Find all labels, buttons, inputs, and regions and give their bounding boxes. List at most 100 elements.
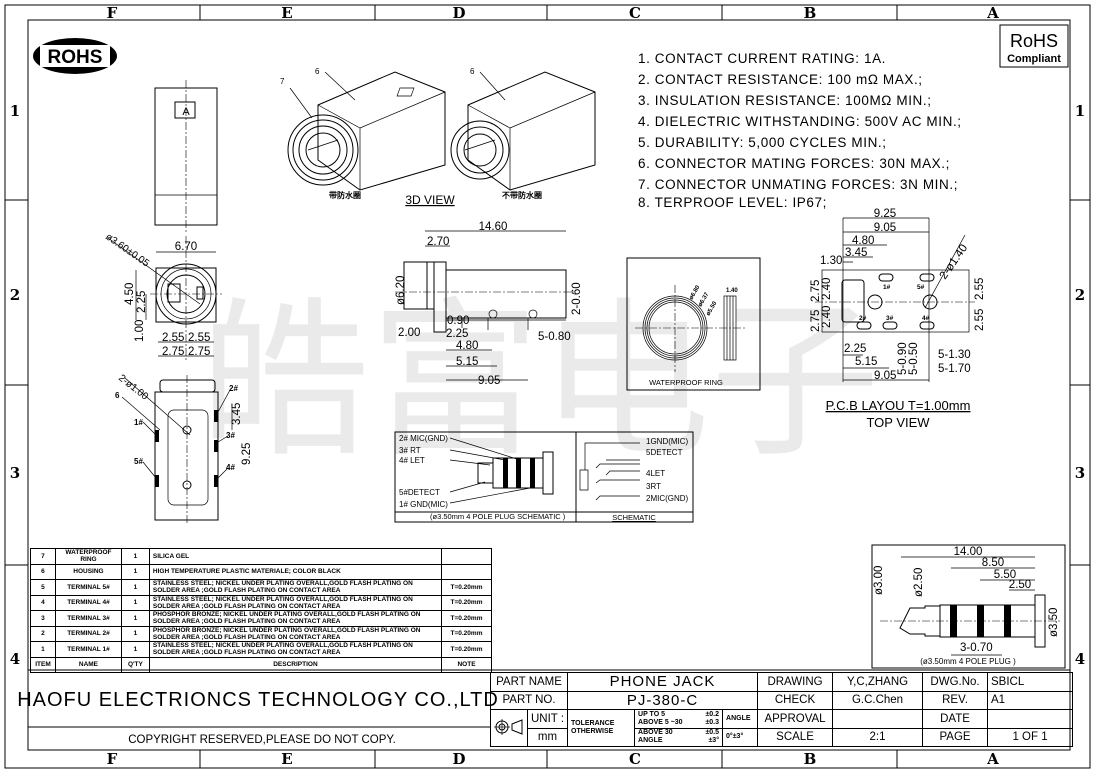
bom-name: HOUSING [54,563,122,580]
dwg-value: SBICL [987,672,1074,692]
note-2: 2. CONTACT RESISTANCE: 100 mΩ MAX.; [638,72,923,87]
drawing-value: Y,C,ZHANG [832,672,924,692]
bom-desc: PHOSPHOR BRONZE; NICKEL UNDER PLATING OV… [148,625,443,642]
bom-desc: STAINLESS STEEL; NICKEL UNDER PLATING OV… [148,594,443,611]
svg-text:5-0.80: 5-0.80 [538,331,571,343]
svg-text:5.15: 5.15 [456,356,478,368]
angle-value: 0°±3° [722,727,759,747]
part-name-label: PART NAME [489,672,569,692]
grid-col-d: D [452,4,465,22]
bom-item: 1 [30,641,56,658]
note-1: 1. CONTACT CURRENT RATING: 1A. [638,51,886,66]
bom-item: ITEM [30,656,56,673]
svg-text:6.70: 6.70 [175,241,197,253]
grid-col-e: E [281,4,292,22]
bom-note: T=0.20mm [441,610,492,627]
grid-col-c-bottom: C [629,750,641,768]
grid-row-4: 4 [10,650,20,668]
pcb-layout: 9.25 9.05 4.80 3.45 1.30 2-ø1.40 2.75 2.… [810,208,986,430]
bom-qty: 1 [120,548,150,565]
part-no-label: PART NO. [489,690,569,710]
svg-text:(ø3.50mm 4 POLE PLUG ): (ø3.50mm 4 POLE PLUG ) [920,657,1016,666]
bom-item: 7 [30,548,56,565]
grid-col-c: C [629,4,641,22]
bom-qty: 1 [120,563,150,580]
svg-text:2.75: 2.75 [810,280,822,302]
svg-text:2-ø1.00: 2-ø1.00 [116,373,150,403]
bom-name: TERMINAL 3# [54,610,122,627]
side-view: 14.60 2.70 ø6.20 2-0.60 2.00 0.90 2.25 5… [395,221,583,387]
svg-text:2#: 2# [859,315,867,322]
svg-text:14.60: 14.60 [479,221,508,233]
bom-qty: 1 [120,594,150,611]
bom-name: TERMINAL 4# [54,594,122,611]
svg-text:2.75: 2.75 [162,346,184,358]
svg-text:2-0.60: 2-0.60 [571,282,583,315]
3d-view-title: 3D VIEW [405,193,455,207]
svg-text:ROHS: ROHS [48,47,103,68]
bom-note: T=0.20mm [441,625,492,642]
grid-row-2: 2 [10,286,20,304]
bom-note: T=0.20mm [441,641,492,658]
svg-text:1.00: 1.00 [134,320,146,342]
note-8: 8. TERPROOF LEVEL: IP67; [638,195,827,210]
svg-text:Compliant: Compliant [1007,53,1061,65]
bom-item: 2 [30,625,56,642]
pcb-title: P.C.B LAYOU T=1.00mm [826,398,971,413]
svg-text:1#: 1# [134,418,143,427]
rev-value: A1 [987,690,1074,710]
svg-text:4LET: 4LET [646,469,665,478]
part-name: PHONE JACK [567,672,759,692]
bom-qty: Q'TY [120,656,150,673]
company-name: HAOFU ELECTRIONCS TECHNOLOGY CO.,LTD [17,689,499,711]
svg-text:3#: 3# [226,431,235,440]
svg-text:2#: 2# [229,384,238,393]
bom-name: WATERPROOF RING [54,548,122,565]
svg-text:2.75: 2.75 [188,346,210,358]
svg-text:2.25: 2.25 [844,343,866,355]
svg-text:2.55: 2.55 [974,309,986,331]
svg-text:2.70: 2.70 [427,236,449,248]
svg-text:9.25: 9.25 [241,443,253,465]
bom-qty: 1 [120,610,150,627]
projection-symbol-icon [490,709,528,747]
zone-ticks [5,5,1090,768]
grid-row-1-right: 1 [1075,102,1085,120]
bom-item: 6 [30,563,56,580]
svg-text:5DETECT: 5DETECT [646,448,683,457]
grid-col-f-bottom: F [107,750,118,768]
bom-item: 3 [30,610,56,627]
bom-qty: 1 [120,625,150,642]
spec-notes: 1. CONTACT CURRENT RATING: 1A. 2. CONTAC… [638,51,961,210]
dwg-label: DWG.No. [922,672,989,692]
svg-text:4#: 4# [922,315,930,322]
bom-desc: STAINLESS STEEL; NICKEL UNDER PLATING OV… [148,641,443,658]
title-block: PART NAME PHONE JACK DRAWING Y,C,ZHANG D… [489,672,1074,747]
grid-row-1: 1 [10,102,20,120]
svg-text:6: 6 [115,391,120,400]
svg-text:A: A [182,106,190,118]
svg-text:4.80: 4.80 [852,235,874,247]
plug-drawing: 14.00 8.50 5.50 2.50 ø3.00 ø2.50 ø3.50 3… [871,544,1066,669]
callout-6: 6 [315,67,320,76]
callout-7: 7 [280,77,285,86]
check-value: G.C.Chen [832,690,924,710]
svg-text:1#: 1# [883,284,891,291]
note-6: 6. CONNECTOR MATING FORCES: 30N MAX.; [638,156,950,171]
grid-labels: F E D C B A F E D C B A 1 2 3 4 1 2 3 4 [10,4,1085,768]
grid-row-3-right: 3 [1075,464,1085,482]
svg-text:2.75: 2.75 [810,310,822,332]
svg-text:0.90: 0.90 [447,315,469,327]
svg-text:2.40: 2.40 [821,306,833,328]
check-label: CHECK [757,690,834,710]
grid-col-a-bottom: A [986,750,999,768]
top-view-label: TOP VIEW [866,415,930,430]
svg-text:14.00: 14.00 [954,546,983,558]
svg-text:ø2.50: ø2.50 [913,568,925,597]
copyright-notice: COPYRIGHT RESERVED,PLEASE DO NOT COPY. [128,734,396,746]
grid-col-b-bottom: B [804,750,817,768]
